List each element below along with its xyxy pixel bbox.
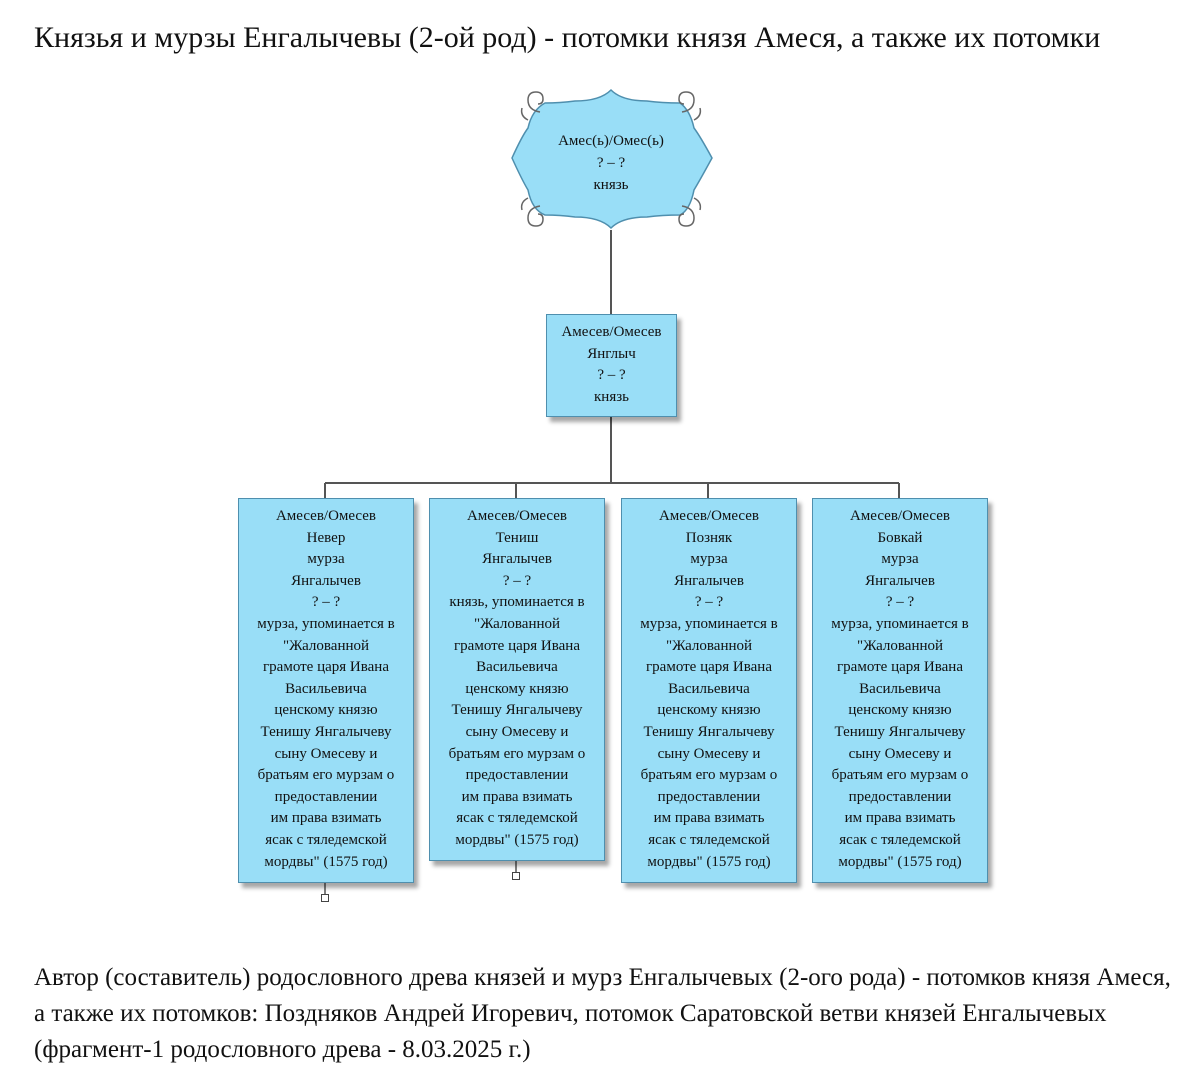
child-line: Тенишу Янгалычеву — [834, 723, 966, 740]
child-line: грамоте царя Ивана — [837, 659, 963, 676]
child-line: Янгалычев — [865, 572, 935, 589]
child-line: Амесев/Омесев — [275, 508, 377, 524]
child-line: Васильевича — [859, 680, 941, 697]
child-line: Васильевича — [668, 680, 750, 697]
child-line: ценскому князю — [274, 702, 378, 719]
author-caption: Автор (составитель) родословного древа к… — [34, 964, 1171, 1063]
level1-line-1: Амесев/Омесев — [561, 324, 662, 340]
child-line: им права взимать — [844, 810, 956, 827]
child-line: Тенишу Янгалычеву — [260, 723, 392, 740]
child-line: предоставлении — [848, 788, 952, 805]
root-line-2: ? – ? — [596, 155, 626, 171]
root-frame — [511, 88, 713, 230]
child-line: мурза, упоминается в — [831, 615, 969, 632]
child-line: Амесев/Омесев — [466, 508, 568, 524]
child-line: мурза, упоминается в — [257, 615, 395, 632]
child-line: ? – ? — [311, 594, 341, 611]
child-line: сыну Омесеву и — [848, 745, 952, 762]
child-line: "Жалованной — [473, 615, 561, 632]
child-line: Янгалычев — [674, 572, 744, 589]
child-line: ясак с тяледемской — [265, 831, 387, 848]
child-line: "Жалованной — [665, 637, 753, 654]
child-line: грамоте царя Ивана — [263, 659, 389, 676]
child-line: ? – ? — [502, 572, 532, 589]
child-line: Янгалычев — [291, 572, 361, 589]
child-line: грамоте царя Ивана — [646, 659, 772, 676]
child-line: ясак с тяледемской — [839, 831, 961, 848]
level1-line-4: князь — [594, 388, 629, 405]
page-title: Князья и мурзы Енгалычевы (2-ой род) - п… — [34, 21, 1101, 54]
child-line: Невер — [306, 529, 346, 546]
node-child-poznyak: Амесев/Омесев Позняк мурза Янгалычев ? –… — [621, 498, 797, 883]
expand-toggle-never[interactable] — [321, 894, 329, 902]
root-line-1: Амес(ь)/Омес(ь) — [558, 133, 664, 149]
child-line: ценскому князю — [465, 680, 569, 697]
root-node-text: Амес(ь)/Омес(ь) ? – ? князь — [518, 130, 704, 196]
child-line: Бовкай — [877, 529, 923, 546]
node-level1: Амесев/Омесев Янглыч ? – ? князь — [546, 314, 677, 417]
node-child-never: Амесев/Омесев Невер мурза Янгалычев ? – … — [238, 498, 414, 883]
child-line: предоставлении — [274, 788, 378, 805]
child-line: сыну Омесеву и — [274, 745, 378, 762]
child-line: мордвы" (1575 год) — [838, 853, 962, 870]
child-line: им права взимать — [461, 788, 573, 805]
level1-line-2: Янглыч — [587, 345, 636, 362]
child-line: Янгалычев — [482, 551, 552, 568]
child-line: предоставлении — [465, 767, 569, 784]
child-line: Позняк — [685, 529, 733, 546]
child-line: грамоте царя Ивана — [454, 637, 580, 654]
child-line: братьям его мурзам о — [257, 767, 395, 784]
child-line: "Жалованной — [856, 637, 944, 654]
child-line: мордвы" (1575 год) — [647, 853, 771, 870]
child-line: мордвы" (1575 год) — [455, 831, 579, 848]
child-line: ценскому князю — [848, 702, 952, 719]
child-line: Тенишу Янгалычеву — [451, 702, 583, 719]
child-line: сыну Омесеву и — [657, 745, 761, 762]
child-line: Васильевича — [285, 680, 367, 697]
child-line: Амесев/Омесев — [849, 508, 951, 524]
child-line: Васильевича — [476, 659, 558, 676]
child-line: братьям его мурзам о — [448, 745, 586, 762]
node-child-tenish: Амесев/Омесев Тениш Янгалычев ? – ? княз… — [429, 498, 605, 861]
child-line: Тениш — [495, 529, 539, 546]
child-line: братьям его мурзам о — [831, 767, 969, 784]
child-line: мурза — [881, 551, 919, 568]
child-line: им права взимать — [653, 810, 765, 827]
expand-toggle-tenish[interactable] — [512, 872, 520, 880]
child-line: мордвы" (1575 год) — [264, 853, 388, 870]
child-line: "Жалованной — [282, 637, 370, 654]
child-line: мурза — [307, 551, 345, 568]
child-line: Амесев/Омесев — [658, 508, 760, 524]
child-line: мурза — [690, 551, 728, 568]
child-line: братьям его мурзам о — [640, 767, 778, 784]
child-line: ясак с тяледемской — [648, 831, 770, 848]
root-line-3: князь — [593, 177, 629, 193]
level1-line-3: ? – ? — [597, 367, 626, 384]
child-line: ? – ? — [694, 594, 724, 611]
child-line: Тенишу Янгалычеву — [643, 723, 775, 740]
child-line: сыну Омесеву и — [465, 723, 569, 740]
child-line: им права взимать — [270, 810, 382, 827]
node-child-bovkay: Амесев/Омесев Бовкай мурза Янгалычев ? –… — [812, 498, 988, 883]
child-line: князь, упоминается в — [449, 594, 585, 611]
child-line: мурза, упоминается в — [640, 615, 778, 632]
child-line: ясак с тяледемской — [456, 810, 578, 827]
child-line: ценскому князю — [657, 702, 761, 719]
child-line: предоставлении — [657, 788, 761, 805]
child-line: ? – ? — [885, 594, 915, 611]
